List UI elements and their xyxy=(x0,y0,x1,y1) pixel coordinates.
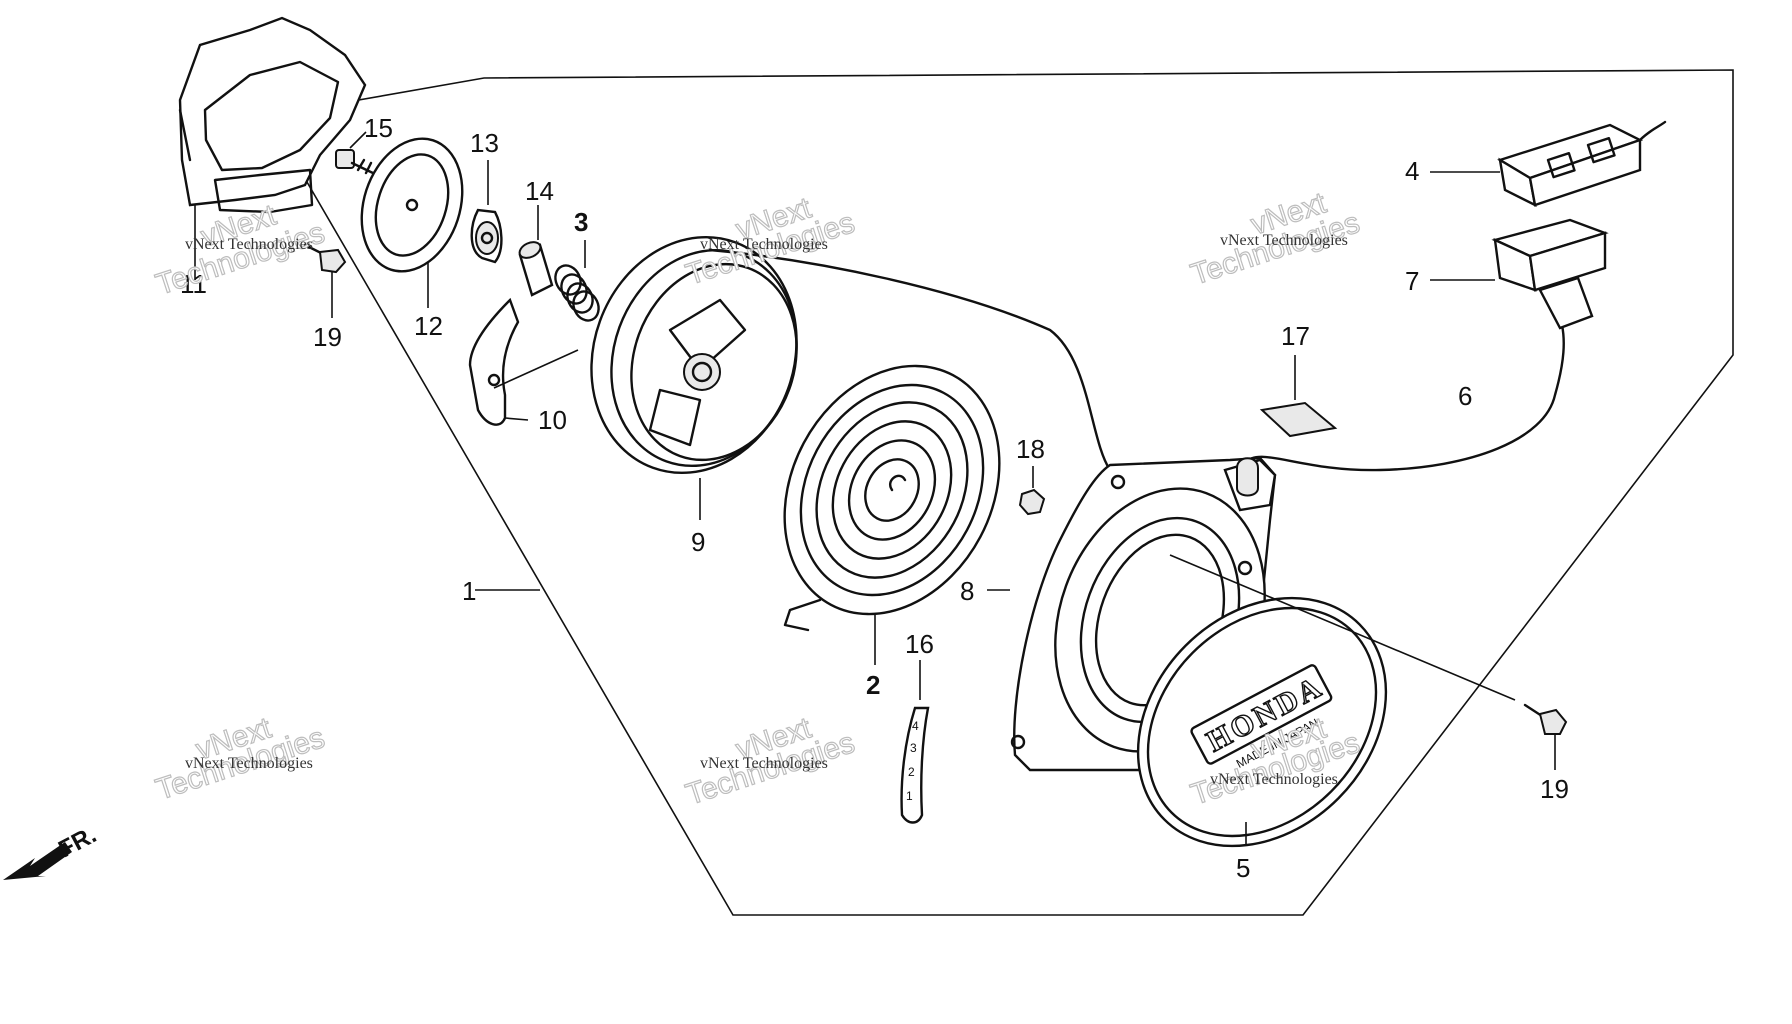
watermark-4: vNext Technologies vNext Technologies xyxy=(151,711,329,807)
callout-14: 14 xyxy=(525,176,554,206)
callout-17: 17 xyxy=(1281,321,1310,351)
callout-9: 9 xyxy=(691,527,705,557)
svg-text:vNext Technologies: vNext Technologies xyxy=(700,236,828,253)
callout-16: 16 xyxy=(905,629,934,659)
part-12-friction-plate xyxy=(360,137,464,308)
watermark-1: vNext Technologies vNext Technologies xyxy=(151,198,329,302)
part-10-ratchet-pawl xyxy=(468,297,579,426)
spring-mark-2: 2 xyxy=(908,765,915,779)
assembly-boundary xyxy=(299,69,1734,916)
part-15-bolt xyxy=(335,131,377,176)
part-19-flange-bolt-right xyxy=(1169,554,1568,770)
callout-11: 11 xyxy=(180,269,207,299)
part-11-housing-cup xyxy=(178,16,367,280)
callout-19-left: 19 xyxy=(313,322,342,352)
spring-mark-4: 4 xyxy=(912,719,919,733)
svg-text:vNext Technologies: vNext Technologies xyxy=(1220,232,1348,249)
callout-3: 3 xyxy=(574,207,588,237)
callout-1: 1 xyxy=(462,576,476,606)
part-6-starter-rope xyxy=(708,248,1565,472)
part-4-handle-insert xyxy=(1430,120,1667,208)
callout-8: 8 xyxy=(960,576,974,606)
part-3-spring xyxy=(554,240,600,322)
front-direction-marker: FR. xyxy=(3,821,101,880)
callout-19-right: 19 xyxy=(1540,774,1569,804)
part-13-ratchet-guide xyxy=(470,160,503,264)
part-17-label xyxy=(1259,355,1338,438)
svg-text:vNext Technologies: vNext Technologies xyxy=(185,755,313,772)
callout-7: 7 xyxy=(1405,266,1419,296)
watermark-3: vNext Technologies vNext Technologies xyxy=(1186,186,1364,292)
part-9-reel xyxy=(590,235,798,520)
part-14-sleeve xyxy=(518,205,554,297)
callout-6: 6 xyxy=(1458,381,1472,411)
callout-5: 5 xyxy=(1236,853,1250,883)
callout-2: 2 xyxy=(866,670,880,700)
svg-text:vNext Technologies: vNext Technologies xyxy=(1210,771,1338,788)
spring-mark-1: 1 xyxy=(906,789,913,803)
part-5-cover-plate: HONDA MADE IN JAPAN xyxy=(1136,596,1388,848)
part-7-handle xyxy=(1430,218,1609,330)
part-18-nut xyxy=(1018,466,1046,516)
callout-4: 4 xyxy=(1405,156,1419,186)
spring-mark-3: 3 xyxy=(910,741,917,755)
callout-12: 12 xyxy=(414,311,443,341)
callout-10: 10 xyxy=(538,405,567,435)
svg-text:vNext Technologies: vNext Technologies xyxy=(700,755,828,772)
part-19-flange-bolt-left xyxy=(303,243,347,318)
callout-13: 13 xyxy=(470,128,499,158)
callout-18: 18 xyxy=(1016,434,1045,464)
arrow-icon xyxy=(3,842,72,880)
part-16-decal-strip: 4 3 2 1 xyxy=(900,660,930,824)
svg-text:vNext Technologies: vNext Technologies xyxy=(185,236,313,253)
callout-15: 15 xyxy=(364,113,393,143)
watermark-5: vNext Technologies vNext Technologies xyxy=(681,711,859,812)
part-2-recoil-spring xyxy=(783,364,1001,665)
